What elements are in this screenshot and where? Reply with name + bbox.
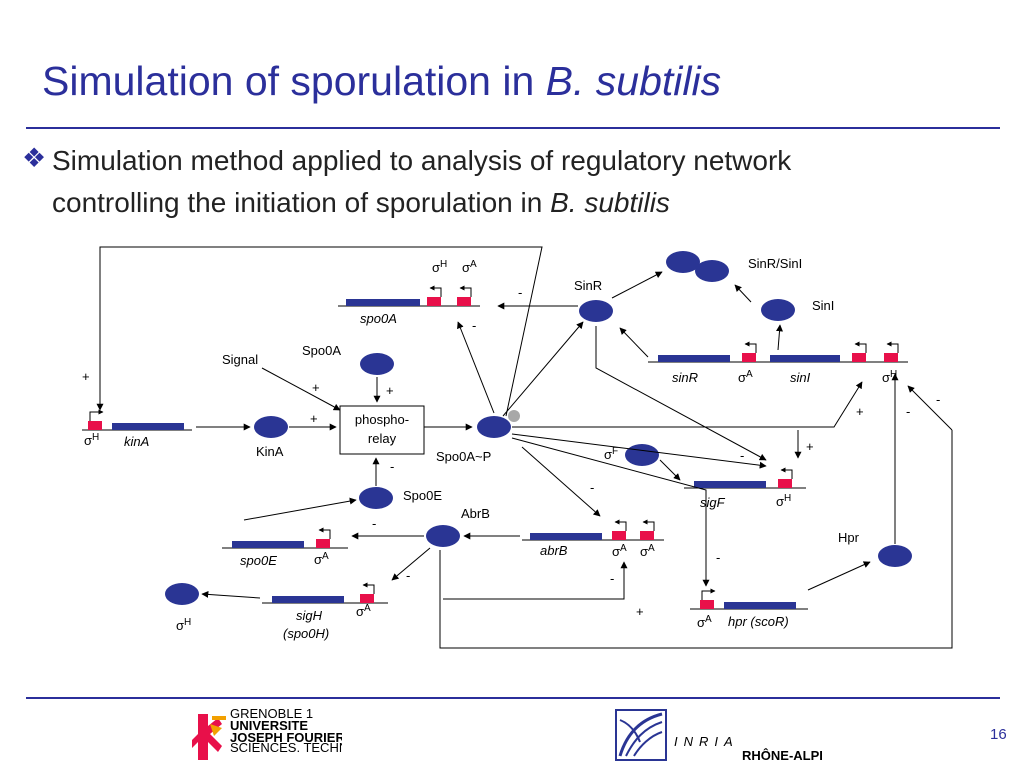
sign-minus-abrB: - (590, 480, 594, 495)
abrB-protein-label: AbrB (461, 506, 490, 521)
signal-label: Signal (222, 352, 258, 367)
sinR-sinI-complex-node-2 (695, 260, 729, 282)
kinA-protein-node (254, 416, 288, 438)
inria-sub: RHÔNE-ALPES (742, 748, 822, 762)
bullet-line-1: Simulation method applied to analysis of… (52, 145, 792, 176)
diamond-bullet-icon: ❖ (22, 143, 47, 173)
spo0A-p-node (477, 416, 511, 438)
sign-plus-signal: + (312, 380, 320, 395)
sigma-a-spo0E: σA (314, 551, 329, 567)
spo0A-protein-label: Spo0A (302, 343, 341, 358)
kinA-protein-label: KinA (256, 444, 284, 459)
interaction-edges (96, 246, 953, 649)
spo0A-gene-label: spo0A (360, 311, 397, 326)
sigma-a-hpr: σA (697, 614, 712, 630)
footer-rule (26, 697, 1000, 699)
title-rule (26, 127, 1000, 129)
sinI-protein-node (761, 299, 795, 321)
kinA-gene-label: kinA (124, 434, 149, 449)
sign-minus-abrB-sigH: - (406, 568, 410, 583)
sigma-a-sigH: σA (356, 603, 371, 619)
sign-minus-sinR-spo0A: - (518, 285, 522, 300)
sigmaF-protein-label: σF (604, 446, 618, 462)
sign-minus-abrB-auto: - (610, 571, 614, 586)
title-italic: B. subtilis (545, 58, 722, 104)
sigma-a-abrB-2: σA (640, 543, 655, 559)
sigma-h-kinA: σH (84, 432, 99, 448)
sigma-a-abrB-1: σA (612, 543, 627, 559)
sigma-a-sinR: σA (738, 369, 753, 385)
hpr-gene-label: hpr (scoR) (728, 614, 789, 629)
sigF-gene (684, 467, 806, 489)
phosphate-icon (508, 410, 520, 422)
spo0H-gene-label: (spo0H) (283, 626, 329, 641)
sinR-sinI-complex-node-1 (666, 251, 700, 273)
sign-minus-sinI: - (906, 404, 910, 419)
sigma-a-spo0A: σA (462, 259, 477, 275)
spo0E-gene (222, 527, 348, 549)
slide-title: Simulation of sporulation in B. subtilis (42, 58, 721, 105)
bullet-line-2-italic: B. subtilis (550, 187, 670, 218)
sigmaH-protein-label: σH (176, 617, 191, 633)
sinR-gene-label: sinR (672, 370, 698, 385)
bullet-line-2: controlling the initiation of sporulatio… (52, 187, 551, 218)
phosphorelay-box (339, 405, 425, 455)
abrB-protein-node (426, 525, 460, 547)
phosphorelay-label-2: relay (368, 431, 397, 446)
abrB-gene (522, 519, 664, 541)
sign-plus-kinA-relay: + (310, 411, 318, 426)
abrB-gene-label: abrB (540, 543, 568, 558)
ujf-top-text: GRENOBLE 1 (230, 706, 313, 721)
sinI-protein-label: SinI (812, 298, 834, 313)
sign-plus-sinI: + (856, 404, 864, 419)
ujf-line-2: JOSEPH FOURIER (230, 730, 342, 745)
sigmaH-protein-node (165, 583, 199, 605)
sigH-gene-label: sigH (296, 608, 323, 623)
spo0E-gene-label: spo0E (240, 553, 277, 568)
sinR-protein-node (579, 300, 613, 322)
kinA-gene (82, 409, 192, 431)
sign-minus-abrB-spo0E: - (372, 516, 376, 531)
sign-plus-abrB-auto: + (636, 604, 644, 619)
hpr-protein-label: Hpr (838, 530, 860, 545)
spo0A-gene (338, 285, 480, 307)
hpr-protein-node (878, 545, 912, 567)
phosphorelay-label-1: phospho- (355, 412, 409, 427)
sinR-sinI-label: SinR/SinI (748, 256, 802, 271)
sign-plus-kinA: + (82, 369, 90, 384)
sinR-protein-label: SinR (574, 278, 602, 293)
inria-name: INRIA (674, 734, 739, 749)
sign-minus-hpr: - (716, 550, 720, 565)
sign-minus-spo0E: - (390, 459, 394, 474)
sigmaF-protein-node (625, 444, 659, 466)
page-number: 16 (990, 726, 1007, 743)
sign-plus-sigF: + (806, 439, 814, 454)
sinR-sinI-gene (648, 341, 908, 363)
spo0E-protein-label: Spo0E (403, 488, 442, 503)
sign-minus-hpr-sinI: - (936, 392, 940, 407)
spo0A-p-label: Spo0A~P (436, 449, 491, 464)
sigF-gene-label: sigF (700, 495, 726, 510)
spo0A-protein-node (360, 353, 394, 375)
spo0E-protein-node (359, 487, 393, 509)
ujf-line-1: UNIVERSITE (230, 718, 308, 733)
sign-minus-sigF: - (740, 448, 744, 463)
sigma-h-spo0A: σH (432, 259, 447, 275)
sign-minus-spo0A-1: - (472, 318, 476, 333)
universite-joseph-fourier-logo: GRENOBLE 1 UNIVERSITE JOSEPH FOURIER SCI… (192, 706, 342, 760)
sign-plus-spo0A: + (386, 383, 394, 398)
sinI-gene-label: sinI (790, 370, 811, 385)
title-main: Simulation of sporulation in (42, 58, 546, 104)
inria-logo: INRIA RHÔNE-ALPES (615, 709, 822, 762)
bullet-text: Simulation method applied to analysis of… (52, 140, 982, 224)
sigH-gene (262, 582, 388, 604)
sigma-h-sigF: σH (776, 493, 791, 509)
hpr-gene (690, 588, 808, 610)
ujf-line-3: SCIENCES. TECHNOLOGIE. MEDECINE (230, 740, 342, 755)
